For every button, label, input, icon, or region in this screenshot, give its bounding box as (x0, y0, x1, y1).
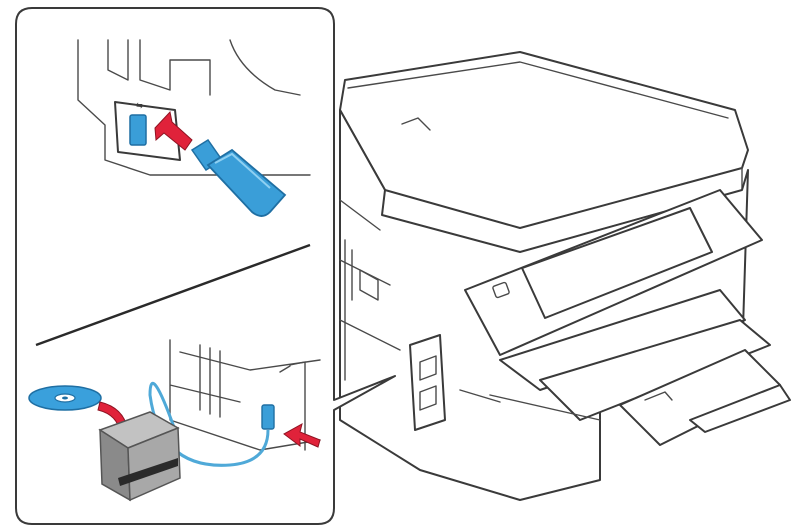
usb-port-closeup: ⇆ (77, 39, 311, 176)
rear-usb-port (261, 404, 275, 430)
drive-tray-slot (118, 458, 178, 486)
printer-panel-slot (107, 39, 129, 81)
printer-rear-vents (199, 344, 221, 418)
printer-scanner-lid (339, 51, 749, 229)
printer-side-slot (359, 269, 379, 301)
callout-divider (35, 243, 311, 347)
printer-paper-cassette (459, 389, 601, 421)
callout-frame (15, 7, 396, 525)
disc-hole (62, 396, 68, 400)
printer-card-slot-panel (409, 334, 446, 431)
printer-card-slot (419, 355, 437, 411)
usb-drive-highlight (214, 152, 271, 189)
rear-port-arrow-icon (283, 423, 321, 448)
printer-panel-slot-2 (139, 39, 211, 96)
printer-icon (339, 51, 791, 501)
external-drive-icon (98, 411, 181, 502)
usb-port (129, 114, 147, 146)
printer-output-tray-ext (539, 319, 771, 421)
printer-body-ridge (344, 239, 353, 381)
printer-panel-curve (229, 39, 301, 96)
optical-disc-icon (28, 385, 102, 411)
insert-arrow-icon (154, 110, 193, 151)
printer-tray-flap (689, 384, 791, 433)
rear-usb-closeup (169, 339, 321, 451)
printer-lcd-screen (521, 207, 713, 319)
printer-home-button (492, 281, 510, 299)
printer-lid-handle (401, 117, 431, 131)
printer-output-tray (499, 289, 746, 391)
printer-front-panel-edge (77, 39, 311, 176)
usb-port-symbol: ⇆ (136, 101, 143, 110)
usb-flash-drive-icon (190, 138, 287, 217)
printer-tray-stopper (644, 391, 673, 401)
rear-panel-edge (279, 361, 306, 451)
usb-drive-body (206, 148, 287, 217)
printer-lid-edge (347, 61, 729, 119)
